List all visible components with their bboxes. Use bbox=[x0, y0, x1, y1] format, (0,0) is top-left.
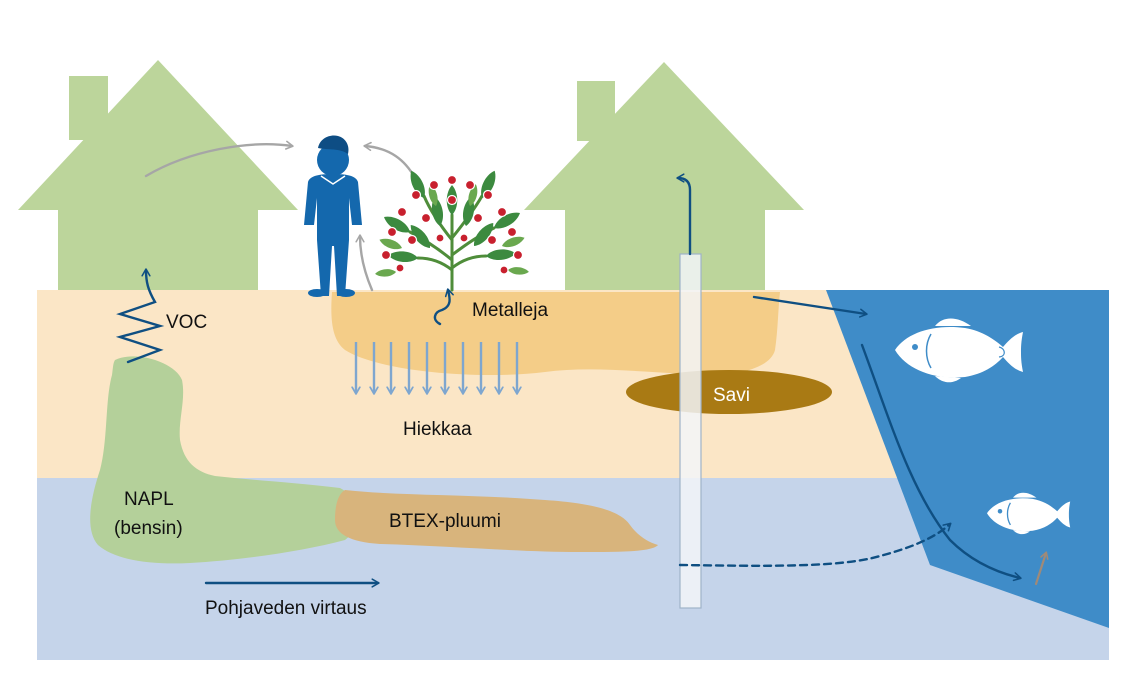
btex-plume bbox=[335, 490, 658, 552]
monitoring-well bbox=[679, 253, 702, 609]
transport-arrows bbox=[115, 173, 1022, 588]
small-uptake-arrow bbox=[1034, 551, 1049, 586]
fish-icon bbox=[987, 492, 1071, 535]
house-icon bbox=[524, 62, 804, 292]
label-clay: Savi bbox=[713, 385, 750, 406]
infiltration-arrows bbox=[351, 342, 522, 395]
label-voc: VOC bbox=[166, 312, 207, 333]
label-napl: NAPL bbox=[124, 489, 174, 510]
napl-blob bbox=[90, 356, 357, 564]
house-icon bbox=[18, 60, 298, 292]
plant-icon bbox=[374, 168, 530, 292]
person-icon bbox=[304, 135, 362, 297]
label-btex: BTEX-pluumi bbox=[389, 511, 501, 532]
label-napl-sub: (bensin) bbox=[114, 518, 183, 539]
label-metals: Metalleja bbox=[472, 300, 548, 321]
clay-lens bbox=[626, 370, 832, 414]
label-groundwater-flow: Pohjaveden virtaus bbox=[205, 598, 367, 619]
label-sand: Hiekkaa bbox=[403, 419, 472, 440]
contaminated-soil-zone bbox=[331, 292, 780, 376]
water-body bbox=[826, 290, 1109, 628]
fish-icon bbox=[895, 318, 1023, 383]
